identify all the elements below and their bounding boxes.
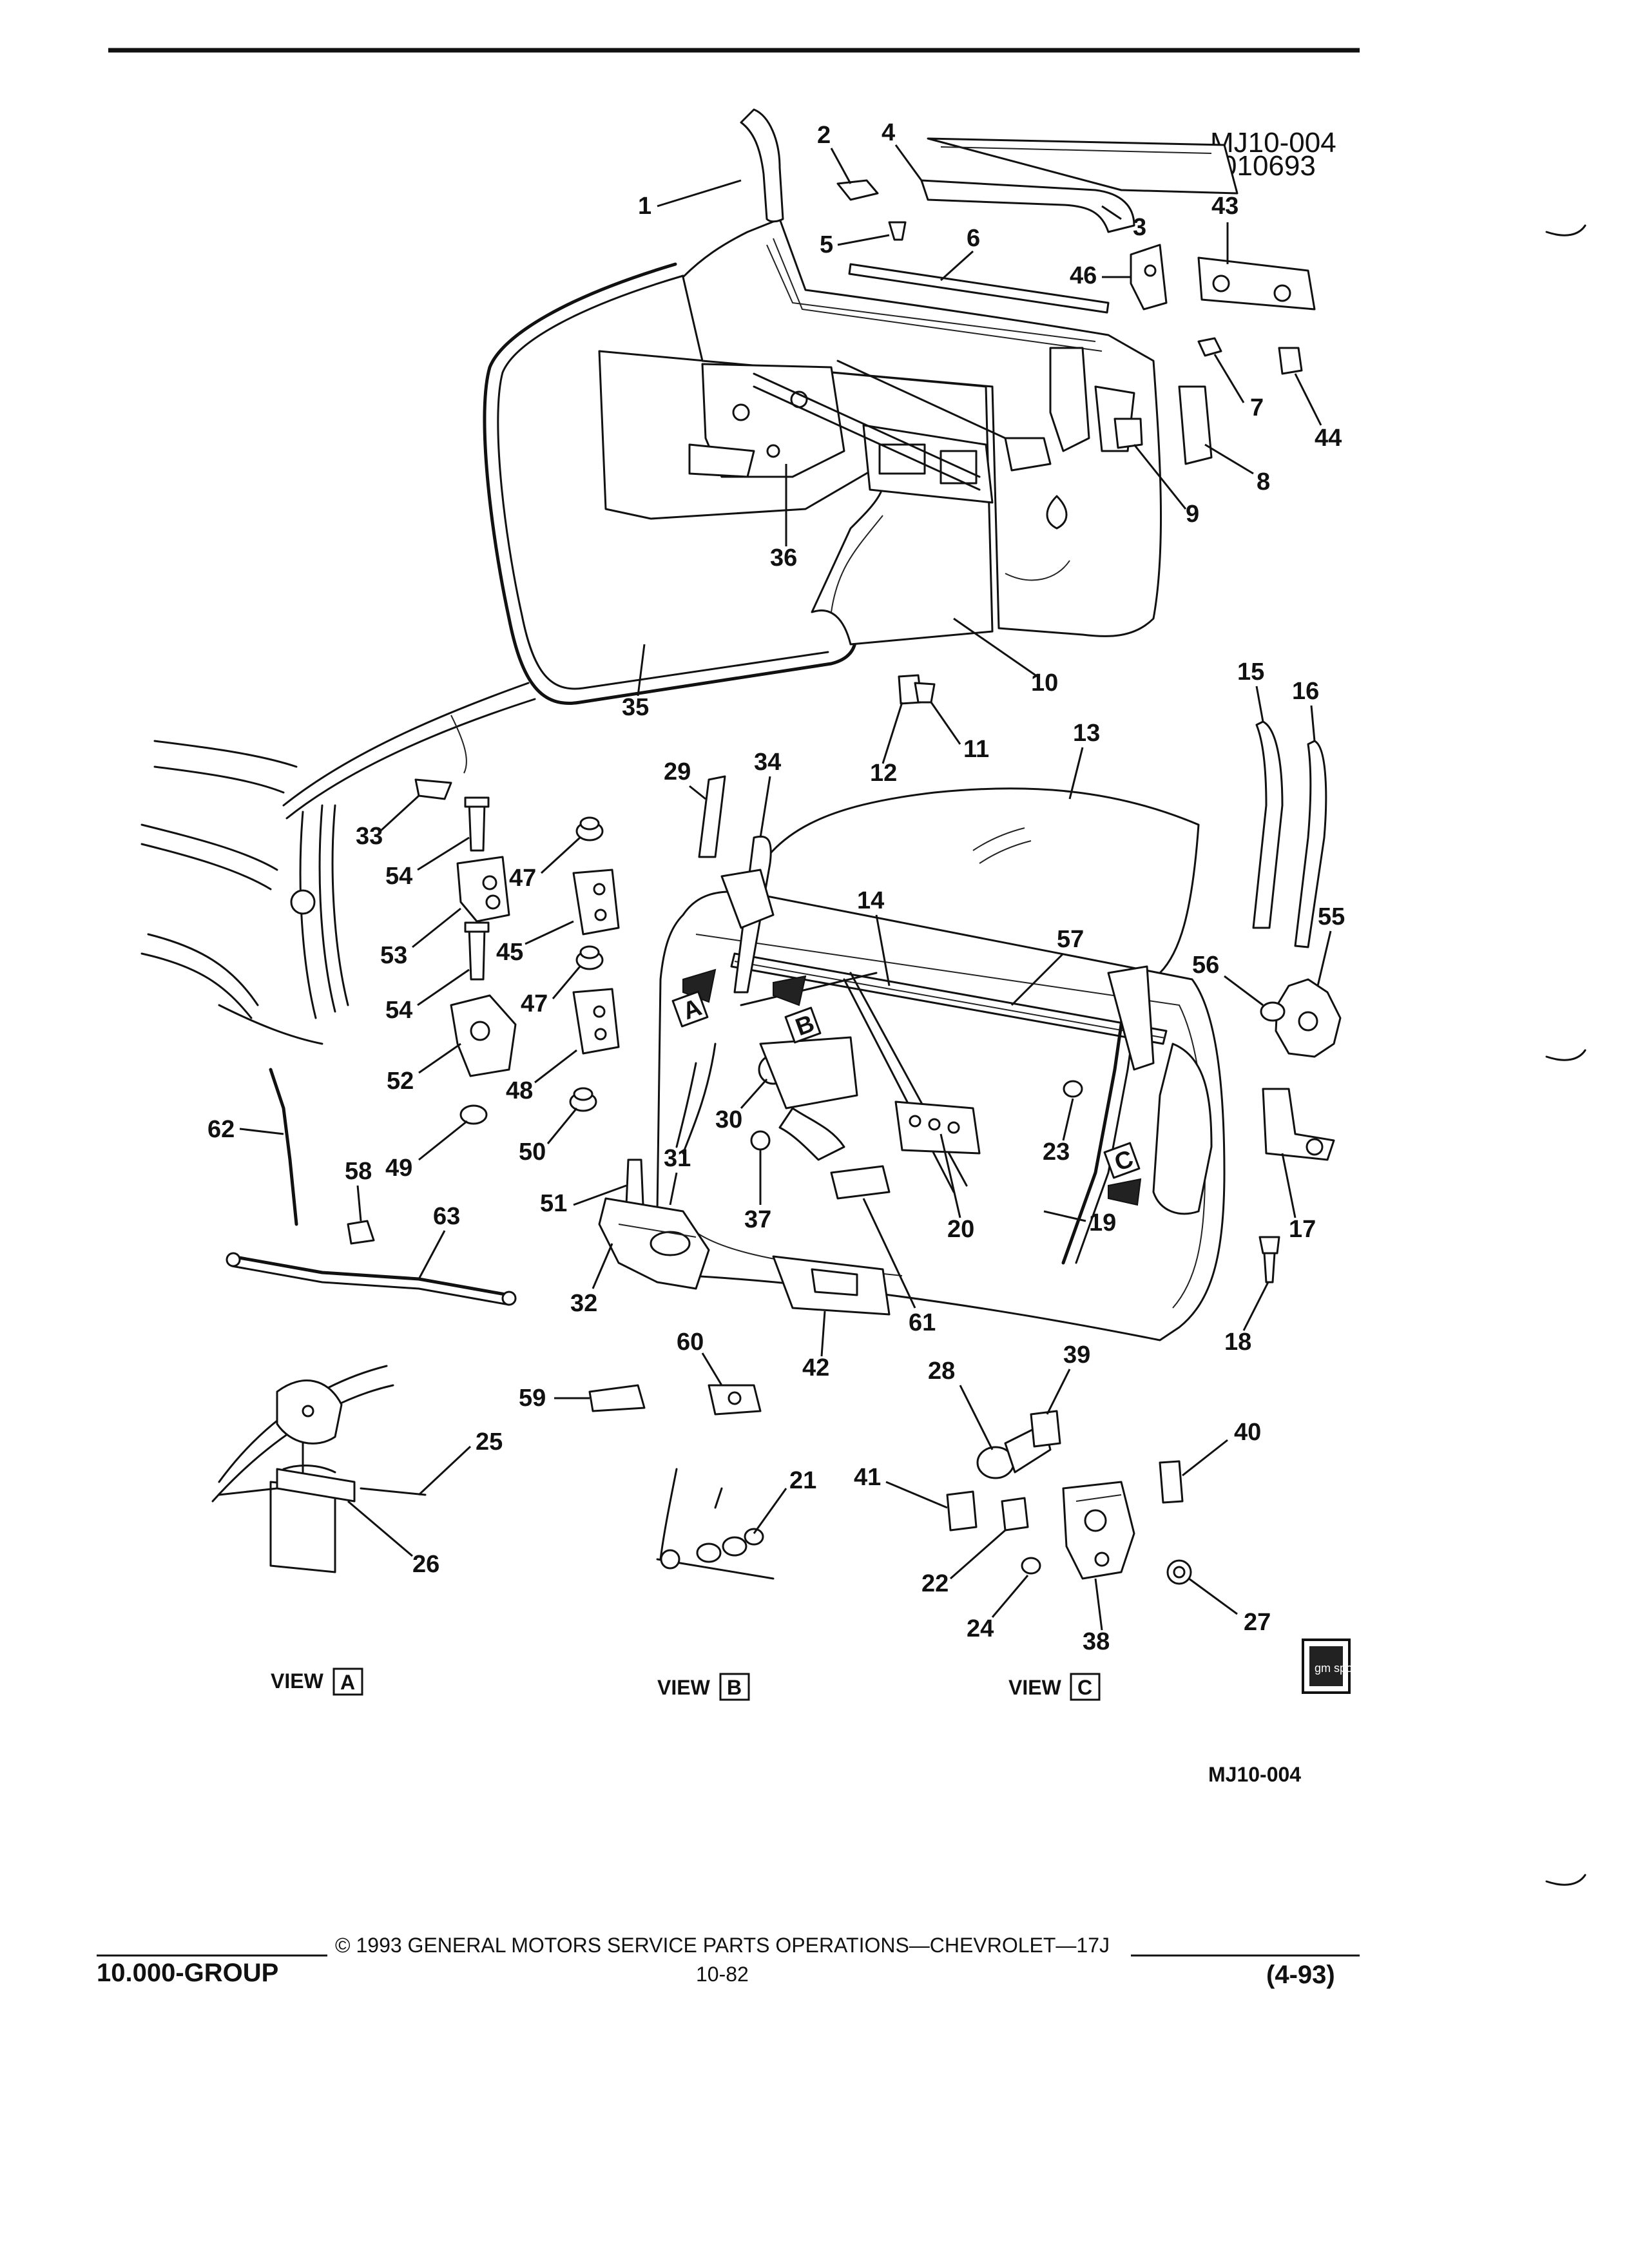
callout-61: 61	[909, 1309, 936, 1336]
callout-19: 19	[1089, 1209, 1116, 1236]
logo-text: gm spo	[1315, 1662, 1353, 1675]
view-a-detail	[211, 1365, 427, 1573]
callout-16: 16	[1292, 678, 1319, 705]
callout-14: 14	[857, 887, 884, 914]
view-b-label: VIEW	[657, 1676, 711, 1699]
callout-33: 33	[356, 823, 383, 850]
callout-47b: 47	[521, 990, 548, 1017]
callout-29: 29	[664, 758, 691, 785]
callout-27: 27	[1244, 1609, 1271, 1636]
callout-20: 20	[947, 1216, 974, 1243]
callout-48: 48	[506, 1077, 533, 1104]
view-c-detail	[946, 1410, 1192, 1585]
callout-4: 4	[882, 119, 895, 146]
callout-labels: 1 2 3 4 5 6 7 8 9 10 11 12 13 14 15 16 1…	[207, 119, 1345, 1655]
callout-53: 53	[380, 942, 407, 969]
callout-8: 8	[1257, 468, 1270, 495]
callout-6: 6	[967, 225, 980, 252]
view-b-letter: B	[727, 1676, 742, 1699]
callout-11: 11	[963, 736, 989, 763]
diagram-date: 010693	[1221, 150, 1316, 182]
callout-55: 55	[1318, 903, 1345, 930]
callout-32: 32	[570, 1290, 597, 1317]
callout-10: 10	[1031, 669, 1058, 697]
footer-page: 10-82	[696, 1963, 749, 1986]
body-pillar	[140, 682, 536, 1045]
callout-54a: 54	[385, 863, 412, 890]
callout-24: 24	[967, 1615, 994, 1642]
callout-9: 9	[1186, 501, 1199, 528]
callout-50: 50	[519, 1139, 546, 1166]
callout-41: 41	[854, 1464, 881, 1491]
callout-59: 59	[519, 1385, 546, 1412]
callout-58: 58	[345, 1158, 372, 1185]
door-shell: A B C	[656, 787, 1226, 1341]
callout-37: 37	[744, 1206, 771, 1233]
footer-copyright: © 1993 GENERAL MOTORS SERVICE PARTS OPER…	[335, 1934, 1110, 1957]
view-b-detail	[656, 1468, 775, 1580]
callout-2: 2	[817, 122, 831, 149]
view-c-letter: C	[1077, 1676, 1092, 1699]
callout-13: 13	[1073, 720, 1100, 747]
callout-40: 40	[1234, 1419, 1261, 1446]
callout-45: 45	[496, 939, 523, 966]
callout-43: 43	[1211, 193, 1239, 220]
callout-21: 21	[789, 1467, 816, 1494]
callout-56: 56	[1192, 952, 1219, 979]
callout-38: 38	[1083, 1628, 1110, 1655]
footer: © 1993 GENERAL MOTORS SERVICE PARTS OPER…	[97, 1934, 1360, 1989]
callout-52: 52	[387, 1068, 414, 1095]
callout-5: 5	[820, 231, 833, 258]
callout-31: 31	[664, 1145, 691, 1172]
bottom-diagram-id: MJ10-004	[1208, 1763, 1301, 1786]
upper-parts	[740, 108, 1316, 705]
callout-28: 28	[928, 1358, 955, 1385]
door-panel-upper	[483, 218, 1162, 705]
callout-54b: 54	[385, 997, 412, 1024]
callout-17: 17	[1289, 1216, 1316, 1243]
callout-49: 49	[385, 1155, 412, 1182]
callout-51: 51	[540, 1190, 567, 1217]
run-channels	[698, 720, 1342, 1283]
callout-30: 30	[715, 1106, 742, 1133]
footer-date: (4-93)	[1266, 1961, 1335, 1989]
footer-group: 10.000-GROUP	[97, 1959, 278, 1987]
diagram-id: MJ10-004	[1210, 127, 1336, 159]
hinge-parts	[414, 778, 644, 1206]
callout-46: 46	[1070, 262, 1097, 289]
gm-spo-logo: gm spo	[1302, 1639, 1353, 1694]
callout-12: 12	[870, 760, 897, 787]
view-a-letter: A	[340, 1671, 355, 1694]
callout-35: 35	[622, 694, 649, 721]
callout-22: 22	[921, 1570, 949, 1597]
callout-42: 42	[802, 1354, 829, 1381]
callout-25: 25	[476, 1428, 503, 1456]
callout-26: 26	[412, 1551, 439, 1578]
callout-1: 1	[638, 193, 651, 220]
callout-44: 44	[1315, 425, 1342, 452]
callout-23: 23	[1043, 1139, 1070, 1166]
callout-3: 3	[1133, 214, 1146, 241]
rods	[226, 1068, 517, 1306]
callout-57: 57	[1057, 926, 1084, 953]
callout-47a: 47	[509, 865, 536, 892]
callout-60: 60	[677, 1329, 704, 1356]
callout-15: 15	[1237, 658, 1264, 686]
callout-36: 36	[770, 544, 797, 572]
callout-63: 63	[433, 1203, 460, 1230]
callout-62: 62	[207, 1116, 235, 1143]
view-c-label: VIEW	[1008, 1676, 1062, 1699]
view-labels: VIEW A VIEW B VIEW C	[271, 1667, 1101, 1701]
callout-7: 7	[1250, 394, 1264, 421]
handle-parts	[588, 1197, 891, 1416]
view-a-label: VIEW	[271, 1669, 324, 1693]
callout-34: 34	[754, 749, 781, 776]
callout-39: 39	[1063, 1341, 1090, 1369]
callout-18: 18	[1224, 1329, 1251, 1356]
